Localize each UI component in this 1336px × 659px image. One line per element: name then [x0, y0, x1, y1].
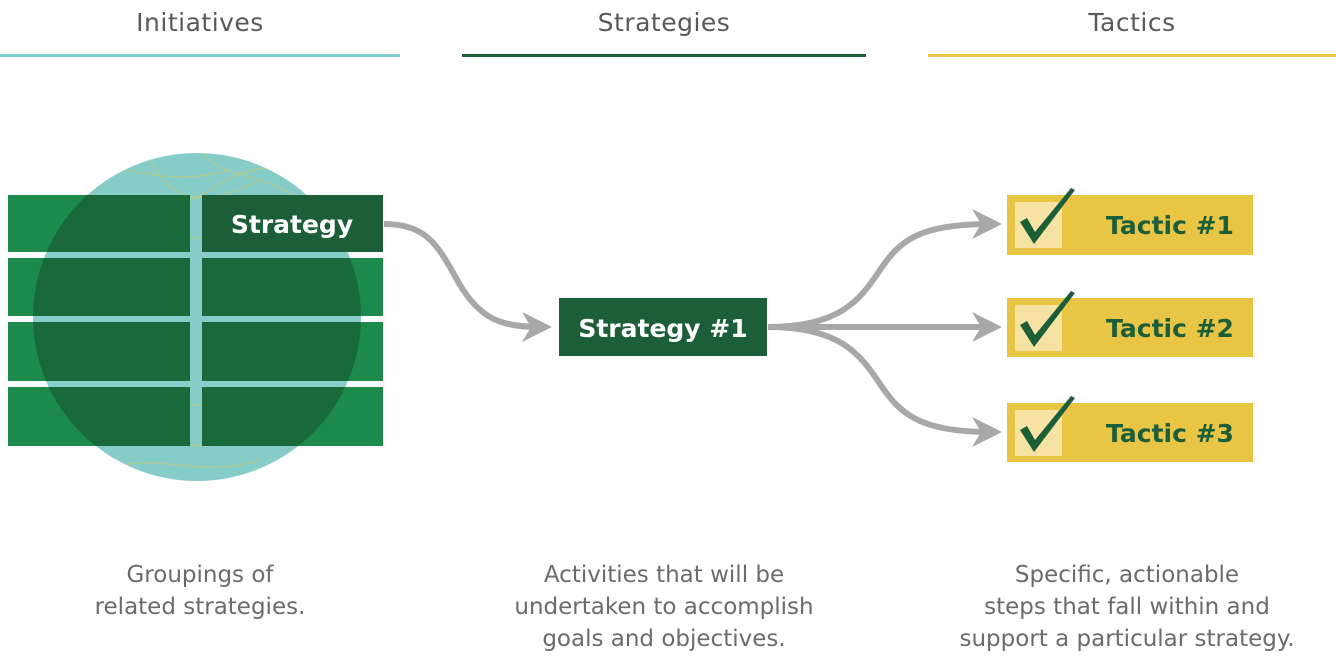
connector-initiative-to-strategy [383, 221, 552, 342]
tactic-box-1 [1007, 188, 1253, 255]
connector-to-tactic-1 [767, 209, 1002, 330]
description-line: Groupings of [126, 562, 274, 588]
initiative-strategy-box [202, 195, 383, 252]
description-line: related strategies. [94, 594, 306, 620]
description-line: undertaken to accomplish [514, 594, 814, 620]
description-line: Activities that will be [543, 562, 785, 588]
column-underline-tactics [928, 54, 1336, 57]
checkmark-icon [1020, 188, 1075, 244]
initiative-strategy-label: Strategy [231, 210, 353, 239]
description-tactics: Specific, actionable steps that fall wit… [918, 559, 1336, 655]
column-header-strategies: Strategies [597, 8, 731, 37]
column-header-tactics: Tactics [1088, 8, 1176, 37]
initiative-grid [8, 195, 383, 446]
description-line: goals and objectives. [542, 626, 786, 652]
checkmark-icon [1020, 396, 1075, 452]
column-underline-initiatives [0, 54, 400, 57]
description-line: Specific, actionable [1014, 562, 1240, 588]
column-header-initiatives: Initiatives [136, 8, 264, 37]
strategy-label: Strategy #1 [578, 314, 747, 343]
strategy-box [559, 298, 767, 356]
checkmark-icon [1020, 291, 1075, 347]
tactic-box-2 [1007, 291, 1253, 357]
description-strategies: Activities that will be undertaken to ac… [462, 559, 866, 655]
connector-to-tactic-3 [767, 324, 1002, 447]
tactic-label-3: Tactic #3 [1106, 419, 1234, 448]
tactic-box-3 [1007, 396, 1253, 462]
description-initiatives: Groupings of related strategies. [0, 559, 400, 623]
description-line: steps that fall within and [984, 594, 1270, 620]
tactic-label-1: Tactic #1 [1106, 211, 1234, 240]
tactic-label-2: Tactic #2 [1106, 314, 1234, 343]
description-line: support a particular strategy. [959, 626, 1295, 652]
column-underline-strategies [462, 54, 866, 57]
